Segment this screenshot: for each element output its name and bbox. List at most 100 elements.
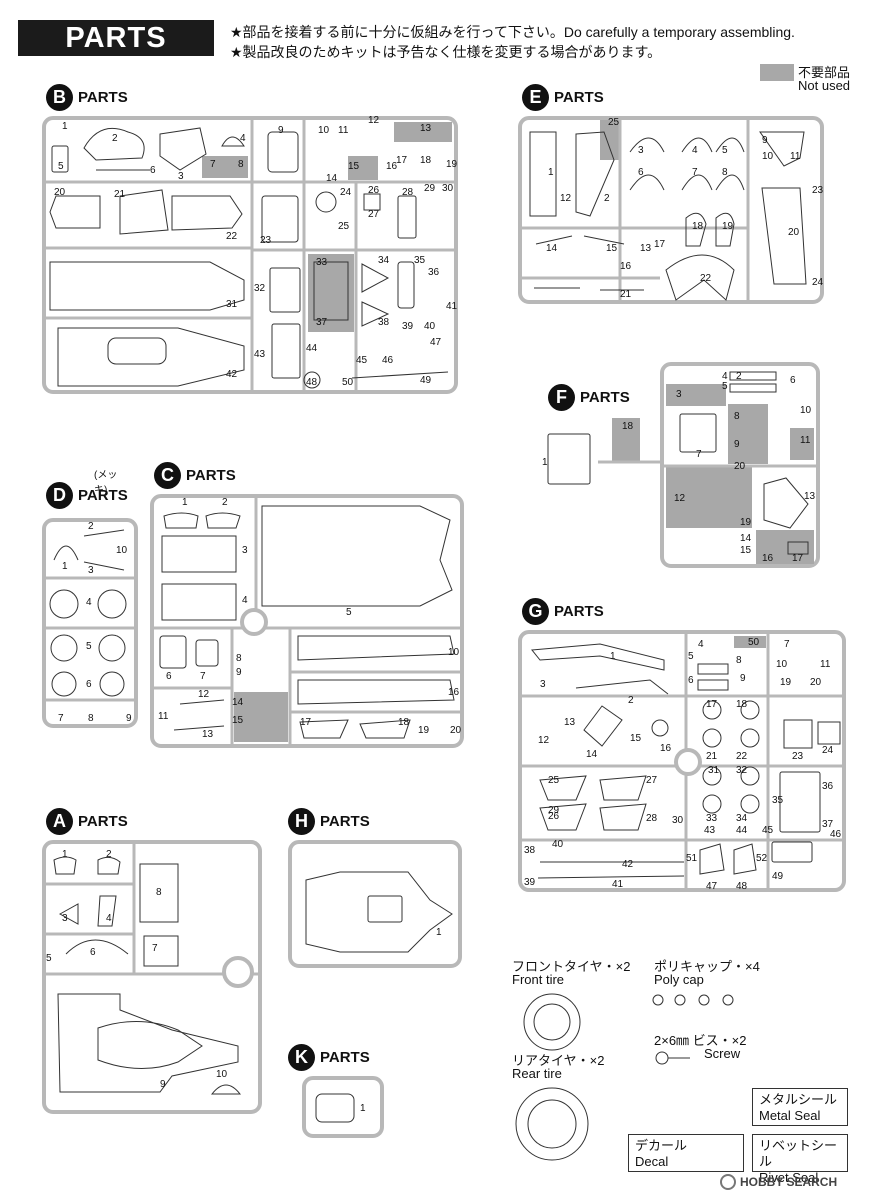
- section-e-label: PARTS: [554, 89, 604, 106]
- part-number-a-10: 10: [216, 1069, 228, 1080]
- part-number-b-12: 12: [368, 115, 380, 126]
- part-number-g-37: 37: [822, 819, 834, 830]
- sprue-f-unused-8-9: [728, 404, 768, 464]
- sprue-f-unused-16-17: [756, 530, 814, 564]
- part-number-e-3: 3: [638, 145, 644, 156]
- part-number-d-7: 7: [58, 713, 64, 724]
- part-number-g-38: 38: [524, 845, 536, 856]
- part-number-a-3: 3: [62, 913, 68, 924]
- part-number-b-35: 35: [414, 255, 426, 266]
- part-number-c-20: 20: [450, 725, 462, 736]
- part-number-e-17: 17: [654, 239, 666, 250]
- part-number-g-46: 46: [830, 829, 842, 840]
- part-number-b-45: 45: [356, 355, 368, 366]
- part-number-b-14: 14: [326, 173, 338, 184]
- part-number-a-7: 7: [152, 943, 158, 954]
- front-tire-label-jp: フロントタイヤ・×2: [512, 959, 631, 974]
- sprue-g: [518, 630, 846, 892]
- assembly-note: ★部品を接着する前に十分に仮組みを行って下さい。Do carefully a t…: [230, 24, 795, 40]
- part-number-g-20: 20: [810, 677, 822, 688]
- decal-jp: デカール: [635, 1138, 688, 1153]
- part-number-a-5: 5: [46, 953, 52, 964]
- part-number-f-12: 12: [674, 493, 686, 504]
- part-number-f-16: 16: [762, 553, 774, 564]
- part-number-g-18: 18: [736, 699, 748, 710]
- part-number-e-10: 10: [762, 151, 774, 162]
- part-number-g-24: 24: [822, 745, 834, 756]
- part-number-g-43: 43: [704, 825, 716, 836]
- part-number-g-4: 4: [698, 639, 704, 650]
- part-number-e-22: 22: [700, 273, 712, 284]
- part-number-b-15: 15: [348, 161, 360, 172]
- polycap-label-en: Poly cap: [654, 972, 704, 987]
- part-number-c-10: 10: [448, 647, 460, 658]
- part-number-b-47: 47: [430, 337, 442, 348]
- part-number-f-19: 19: [740, 517, 752, 528]
- section-c-label: PARTS: [186, 467, 236, 484]
- part-number-g-49: 49: [772, 871, 784, 882]
- part-number-f-20: 20: [734, 461, 746, 472]
- part-number-g-40: 40: [552, 839, 564, 850]
- part-number-f-3: 3: [676, 389, 682, 400]
- part-number-f-6: 6: [790, 375, 796, 386]
- part-number-b-21: 21: [114, 189, 126, 200]
- part-number-b-50: 50: [342, 377, 354, 388]
- part-number-f-18: 18: [622, 421, 634, 432]
- part-number-b-44: 44: [306, 343, 318, 354]
- section-b-letter: B: [46, 84, 73, 111]
- part-number-b-33: 33: [316, 257, 328, 268]
- part-number-g-25: 25: [548, 775, 560, 786]
- watermark: HOBBY SEARCH: [720, 1174, 837, 1190]
- part-number-e-18: 18: [692, 221, 704, 232]
- part-number-b-28: 28: [402, 187, 414, 198]
- part-number-a-9: 9: [160, 1079, 166, 1090]
- part-number-g-30: 30: [672, 815, 684, 826]
- screw-label-jp: 2×6㎜ ビス・×2: [654, 1033, 747, 1048]
- part-number-e-24: 24: [812, 277, 824, 288]
- part-number-b-1: 1: [62, 121, 68, 132]
- part-number-e-25: 25: [608, 117, 620, 128]
- decal-en: Decal: [635, 1154, 669, 1169]
- part-number-c-2: 2: [222, 497, 228, 508]
- section-e-letter: E: [522, 84, 549, 111]
- part-number-e-6: 6: [638, 167, 644, 178]
- part-number-d-6: 6: [86, 679, 92, 690]
- polycap-label-jp: ポリキャップ・×4: [654, 959, 760, 974]
- part-number-g-10: 10: [776, 659, 788, 670]
- rivet-seal-box: リベットシール Rivet Seal: [752, 1134, 848, 1185]
- part-number-c-18: 18: [398, 717, 410, 728]
- section-k-letter: K: [288, 1044, 315, 1071]
- sprue-f-unused-3: [666, 384, 726, 406]
- part-number-f-11: 11: [800, 435, 811, 446]
- metal-seal-en: Metal Seal: [759, 1108, 821, 1123]
- part-number-c-8: 8: [236, 653, 242, 664]
- part-number-a-2: 2: [106, 849, 112, 860]
- section-d-plated-note: (メッキ): [94, 470, 118, 496]
- not-used-label-en: Not used: [798, 78, 851, 93]
- part-number-g-39: 39: [524, 877, 536, 888]
- part-number-f-4: 4: [722, 371, 728, 382]
- part-number-b-43: 43: [254, 349, 266, 360]
- rivet-seal-en: Rivet Seal: [759, 1170, 819, 1185]
- part-number-g-52: 52: [756, 853, 768, 864]
- rear-tire-label-jp: リアタイヤ・×2: [512, 1053, 605, 1068]
- sprue-f-unused-12: [666, 466, 752, 528]
- part-number-b-29: 29: [424, 183, 436, 194]
- part-number-g-23: 23: [792, 751, 804, 762]
- section-f-letter: F: [548, 384, 575, 411]
- part-number-e-2: 2: [604, 193, 610, 204]
- sprue-b-unused-7-8: [202, 156, 248, 178]
- part-number-e-9: 9: [762, 135, 768, 146]
- part-number-b-26: 26: [368, 185, 380, 196]
- part-number-c-1: 1: [182, 497, 188, 508]
- sprue-e-unused-24-25: [600, 120, 620, 160]
- part-number-e-23: 23: [812, 185, 824, 196]
- part-number-a-6: 6: [90, 947, 96, 958]
- part-number-b-40: 40: [424, 321, 436, 332]
- part-number-f-13: 13: [804, 491, 816, 502]
- screw-label-en: Screw: [704, 1046, 741, 1061]
